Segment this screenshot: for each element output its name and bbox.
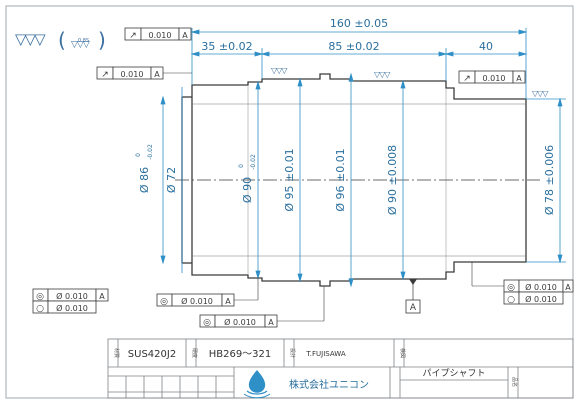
title-block [107,338,574,399]
datum-a-marker: A [405,279,421,314]
part-name: パイプシャフト [422,368,485,379]
concentricity-mid2-datum: A [268,318,274,327]
runout-icon: ↗ [129,31,137,41]
runout-right-datum: A [516,74,522,83]
circularity-value: Ø 0.010 [56,303,88,313]
concentricity-mid1-value: Ø 0.010 [181,296,213,306]
concentricity-mid2-value: Ø 0.010 [224,317,256,327]
tolerance-frame-bottom-right: ◎ Ø 0.010 A ○ Ø 0.010 [471,262,574,305]
runout-frame-left: ↗ 0.010 A [96,66,192,80]
roughness-symbol-small: ▽▽▽ [71,40,90,50]
dim-overall-length: 160 ±0.05 [330,17,388,30]
dim-dia-90-left: Ø 90 [241,177,254,203]
tolerance-frame-bottom-left: ◎ Ø 0.010 A ○ Ø 0.010 [32,288,109,314]
concentricity-mid1-datum: A [225,297,231,306]
dim-dia-90-right: Ø 90 ±0.008 [386,145,399,215]
runout-icon: ↗ [463,74,471,84]
dim-dia-95: Ø 95 ±0.01 [283,148,296,211]
concentricity-icon: ◎ [507,283,515,293]
hardness-label: 硬度 [191,348,198,358]
dim-dia-90-tol-lower: -0.02 [250,154,257,170]
runout-top-datum: A [182,31,188,40]
dim-middle-length: 85 ±0.02 [328,40,379,53]
designer-value: T.FUJISAWA [305,350,345,358]
designer-label: 設計 [289,348,296,358]
surface-mark-1: ▽▽▽ [271,66,288,75]
checker-label: 検図 [399,348,406,358]
dim-dia-72: Ø 72 [165,167,178,193]
runout-left-datum: A [154,70,160,79]
tolerance-frame-bottom-mid2: ◎ Ø 0.010 A [199,286,325,328]
concentricity-icon: ◎ [36,292,44,302]
surface-finish-note: ▽▽▽ ( 0.8S ▽▽▽ ) [15,28,106,52]
runout-right-value: 0.010 [483,74,506,83]
datum-a-label: A [410,303,417,313]
roughness-small-value: 0.8S [78,38,89,44]
material-label: 材質 [113,348,120,358]
part-label: 品名 [511,377,518,387]
circularity-icon: ○ [36,304,44,314]
horizontal-dimensions [190,28,528,99]
runout-top-value: 0.010 [149,31,172,40]
company-name: 株式会社ユニコン [289,378,369,391]
surface-mark-2: ▽▽▽ [374,70,391,79]
vertical-dimension-lines [160,72,566,288]
dim-dia-86-tol-upper: 0 [135,153,142,157]
hardness-value: HB269～321 [209,349,272,360]
surface-mark-3: ▽▽▽ [532,89,549,98]
runout-frame-right: ↗ 0.010 A [458,70,526,84]
paren-open: ( [58,28,66,52]
runout-left-value: 0.010 [121,70,144,79]
concentricity-icon: ◎ [203,318,211,328]
company-logo-icon [243,370,271,399]
roughness-symbol-general: ▽▽▽ [15,30,46,48]
concentricity-value: Ø 0.010 [56,291,88,301]
dim-dia-78: Ø 78 ±0.006 [543,145,556,215]
concentricity-datum: A [99,292,105,301]
dim-right-length: 40 [479,40,493,53]
paren-close: ) [98,28,106,52]
dim-dia-96: Ø 96 ±0.01 [334,148,347,211]
dim-left-length: 35 ±0.02 [201,40,252,53]
tolerance-frame-bottom-mid1: ◎ Ø 0.010 A [156,278,259,307]
runout-icon: ↗ [101,70,109,80]
dim-dia-86: Ø 86 [138,167,151,193]
runout-frame-top: ↗ 0.010 A [124,27,192,41]
concentricity-icon: ◎ [160,297,168,307]
dim-dia-86-tol-lower: -0.02 [147,144,154,160]
material-value: SUS420J2 [128,349,176,360]
concentricity-right-datum: A [565,283,571,292]
concentricity-right-value: Ø 0.010 [525,282,557,292]
circularity-icon: ○ [507,295,515,305]
dim-dia-90-tol-upper: 0 [238,164,245,168]
circularity-right-value: Ø 0.010 [525,294,557,304]
